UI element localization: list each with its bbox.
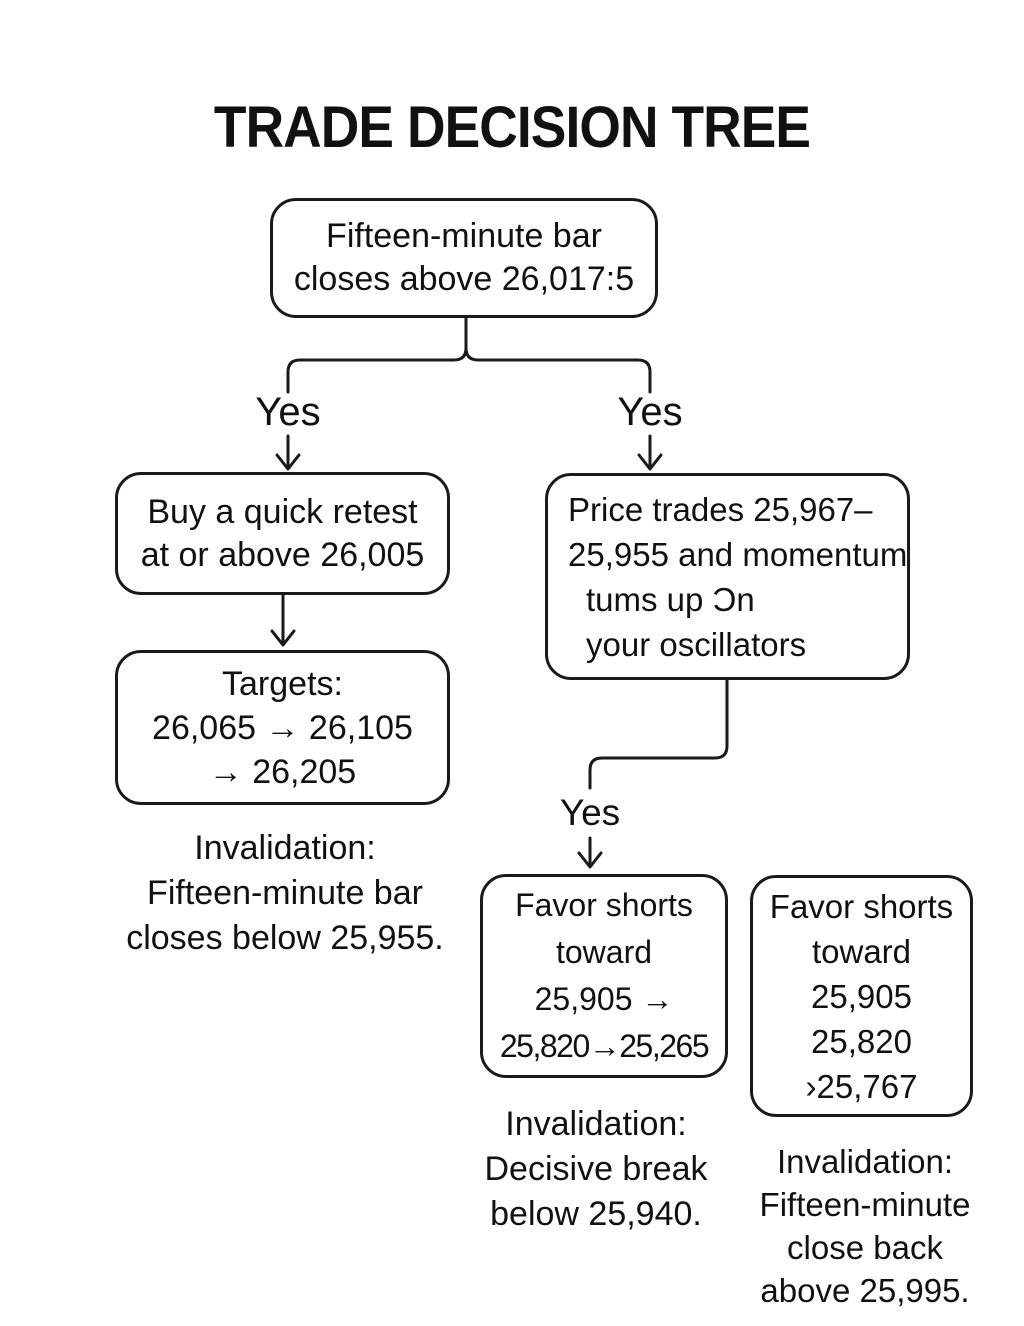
- node-text-line: at or above 26,005: [140, 535, 425, 574]
- branch-right-line: [464, 316, 652, 394]
- node-text-line: 25,905: [811, 977, 912, 1015]
- arrow-buy-to-targets: [270, 593, 296, 647]
- price-to-yes-line: [588, 678, 729, 790]
- node-text-line: 25,820: [811, 1022, 912, 1060]
- note-text-line: Fifteen-minute bar: [147, 874, 423, 912]
- page-title: TRADE DECISION TREE: [213, 95, 811, 160]
- node-text-line: Price trades 25,967–: [568, 490, 873, 528]
- note-text-line: Invalidation:: [776, 1143, 954, 1180]
- arrow-yes-to-favor: [577, 836, 603, 869]
- node-text-line: closes above 26,017:5: [293, 260, 635, 298]
- branch-left-line: [286, 316, 468, 394]
- node-favor-shorts-primary: Favor shorts toward 25,905 → 25,820→25,2…: [480, 874, 728, 1078]
- note-text-line: Fifteen-minute: [759, 1186, 971, 1223]
- node-text-line: Targets:: [222, 664, 343, 703]
- invalidation-note-left: Invalidation: Fifteen-minute bar closes …: [90, 826, 480, 961]
- node-text-line: Buy a quick retest: [147, 492, 418, 531]
- invalidation-note-mid: Invalidation: Decisive break below 25,94…: [446, 1102, 746, 1237]
- node-favor-shorts-secondary: Favor shorts toward 25,905 25,820 ›25,76…: [750, 875, 973, 1117]
- branch-label-yes-momentum: Yes: [559, 792, 621, 833]
- note-text-line: above 25,995.: [760, 1272, 970, 1309]
- note-text-line: close back: [787, 1229, 943, 1266]
- note-text-line: Invalidation:: [505, 1105, 687, 1143]
- node-text-line: Favor shorts: [769, 887, 954, 925]
- node-text-line: your oscillators: [586, 625, 807, 663]
- node-text-line: Favor shorts: [515, 887, 693, 923]
- branch-label-yes-right: Yes: [617, 390, 683, 434]
- node-text-line: tums up Ɔn: [586, 580, 755, 618]
- node-text-line: ›25,767: [805, 1067, 918, 1105]
- node-text-line: 25,955 and momentum: [568, 535, 908, 573]
- node-text-line: → 26,205: [208, 752, 357, 791]
- node-fifteen-minute-bar: Fifteen-minute bar closes above 26,017:5: [270, 198, 658, 318]
- node-text-line: 26,065 → 26,105: [152, 708, 413, 747]
- node-text-line: 25,905 →: [534, 981, 674, 1017]
- note-text-line: closes below 25,955.: [126, 919, 444, 957]
- node-text-line: 25,820→25,265: [499, 1028, 710, 1064]
- node-targets: Targets: 26,065 → 26,105 → 26,205: [115, 650, 450, 805]
- note-text-line: below 25,940.: [490, 1195, 702, 1233]
- branch-label-yes-left: Yes: [255, 390, 321, 434]
- note-text-line: Invalidation:: [194, 829, 376, 867]
- note-text-line: Decisive break: [484, 1150, 708, 1188]
- invalidation-note-right: Invalidation: Fifteen-minute close back …: [738, 1140, 992, 1312]
- node-text-line: toward: [811, 932, 912, 970]
- node-text-line: toward: [555, 934, 653, 970]
- node-buy-retest: Buy a quick retest at or above 26,005: [115, 472, 450, 595]
- arrow-left-to-buy: [275, 434, 301, 471]
- node-price-trades-momentum: Price trades 25,967– 25,955 and momentum…: [545, 473, 910, 680]
- node-text-line: Fifteen-minute bar: [326, 217, 602, 255]
- arrow-right-to-price: [637, 434, 663, 471]
